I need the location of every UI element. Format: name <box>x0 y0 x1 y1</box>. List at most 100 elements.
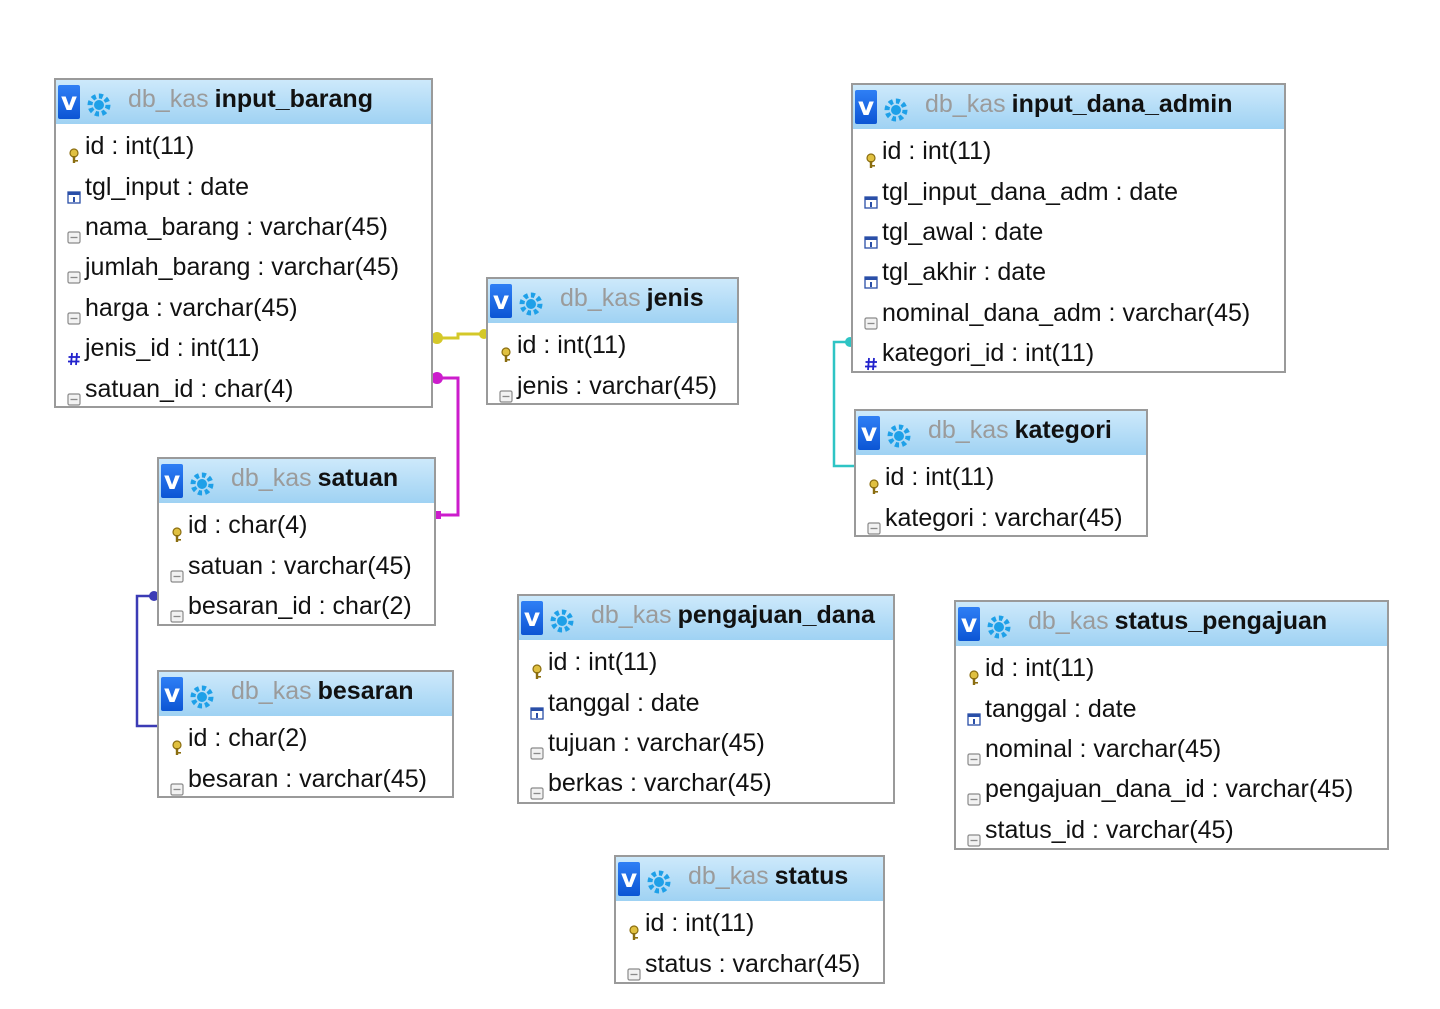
column-row[interactable]: tgl_akhir : date <box>853 252 1284 292</box>
column-label: id : int(11) <box>985 654 1095 683</box>
column-label: tujuan : varchar(45) <box>548 728 765 757</box>
column-label: status : varchar(45) <box>645 949 861 978</box>
gear-icon[interactable] <box>549 608 575 634</box>
column-row[interactable]: tanggal : date <box>519 682 893 722</box>
view-icon[interactable]: v <box>858 416 880 450</box>
column-label: tanggal : date <box>985 694 1137 723</box>
key-icon <box>66 137 82 164</box>
column-label: id : int(11) <box>645 909 755 938</box>
column-row[interactable]: tujuan : varchar(45) <box>519 723 893 763</box>
table-name: input_dana_admin <box>1011 90 1233 118</box>
view-icon[interactable]: v <box>521 601 543 635</box>
view-icon[interactable]: v <box>490 284 512 318</box>
column-label: id : int(11) <box>85 132 195 161</box>
gear-icon[interactable] <box>986 614 1012 640</box>
table-name: status <box>774 862 849 890</box>
column-row[interactable]: id : int(11) <box>956 648 1387 688</box>
column-row[interactable]: kategori_id : int(11) <box>853 333 1284 373</box>
column-label: id : char(2) <box>188 724 308 753</box>
gear-icon[interactable] <box>646 869 672 895</box>
key-icon <box>169 516 185 543</box>
column-label: jenis_id : int(11) <box>85 334 260 363</box>
column-row[interactable]: berkas : varchar(45) <box>519 763 893 803</box>
column-row[interactable]: tgl_awal : date <box>853 212 1284 252</box>
number-icon <box>66 339 82 366</box>
column-label: pengajuan_dana_id : varchar(45) <box>985 775 1354 804</box>
column-row[interactable]: id : int(11) <box>853 131 1284 171</box>
column-row[interactable]: besaran : varchar(45) <box>159 758 452 798</box>
column-list: id : int(11) tgl_input_dana_adm : date tgl… <box>853 129 1284 377</box>
column-row[interactable]: status_id : varchar(45) <box>956 810 1387 850</box>
date-icon <box>966 700 982 726</box>
column-row[interactable]: besaran_id : char(2) <box>159 586 434 626</box>
text-icon <box>66 299 82 325</box>
view-icon[interactable]: v <box>618 862 640 896</box>
column-list: id : int(11) tanggal : date nominal : varc… <box>956 646 1387 854</box>
column-row[interactable]: pengajuan_dana_id : varchar(45) <box>956 769 1387 809</box>
text-icon <box>66 380 82 406</box>
date-icon <box>863 183 879 209</box>
relation-jenis <box>431 329 489 344</box>
view-icon[interactable]: v <box>161 677 183 711</box>
column-label: id : char(4) <box>188 511 308 540</box>
view-icon[interactable]: v <box>58 85 80 119</box>
column-label: tgl_input_dana_adm : date <box>882 177 1179 206</box>
column-row[interactable]: id : char(2) <box>159 718 452 758</box>
number-icon <box>863 344 879 371</box>
column-row[interactable]: jumlah_barang : varchar(45) <box>56 247 431 287</box>
column-row[interactable]: tanggal : date <box>956 688 1387 728</box>
column-row[interactable]: jenis : varchar(45) <box>488 365 737 405</box>
view-icon[interactable]: v <box>958 607 980 641</box>
column-row[interactable]: id : char(4) <box>159 505 434 545</box>
gear-icon[interactable] <box>886 423 912 449</box>
column-label: nominal : varchar(45) <box>985 734 1222 763</box>
column-row[interactable]: harga : varchar(45) <box>56 288 431 328</box>
column-row[interactable]: id : int(11) <box>488 325 737 365</box>
column-row[interactable]: tgl_input : date <box>56 166 431 206</box>
column-row[interactable]: status : varchar(45) <box>616 943 883 983</box>
column-list: id : int(11)kategori : varchar(45) <box>856 455 1146 542</box>
column-row[interactable]: tgl_input_dana_adm : date <box>853 171 1284 211</box>
gear-icon[interactable] <box>518 291 544 317</box>
column-row[interactable]: nominal_dana_adm : varchar(45) <box>853 293 1284 333</box>
key-icon <box>626 914 642 941</box>
column-row[interactable]: id : int(11) <box>519 642 893 682</box>
column-row[interactable]: kategori : varchar(45) <box>856 497 1146 537</box>
column-row[interactable]: satuan_id : char(4) <box>56 368 431 408</box>
view-icon[interactable]: v <box>855 90 877 124</box>
key-icon <box>529 653 545 680</box>
column-row[interactable]: id : int(11) <box>616 903 883 943</box>
column-row[interactable]: satuan : varchar(45) <box>159 545 434 585</box>
column-row[interactable]: nama_barang : varchar(45) <box>56 207 431 247</box>
table-name: kategori <box>1014 416 1112 444</box>
column-row[interactable]: jenis_id : int(11) <box>56 328 431 368</box>
column-row[interactable]: id : int(11) <box>856 457 1146 497</box>
column-row[interactable]: nominal : varchar(45) <box>956 729 1387 769</box>
gear-icon[interactable] <box>189 471 215 497</box>
view-icon[interactable]: v <box>161 464 183 498</box>
text-icon <box>66 258 82 284</box>
gear-icon[interactable] <box>86 92 112 118</box>
gear-icon[interactable] <box>189 684 215 710</box>
gear-icon[interactable] <box>883 97 909 123</box>
column-list: id : int(11)tanggal : date tujuan : varch… <box>519 640 893 808</box>
column-row[interactable]: id : int(11) <box>56 126 431 166</box>
